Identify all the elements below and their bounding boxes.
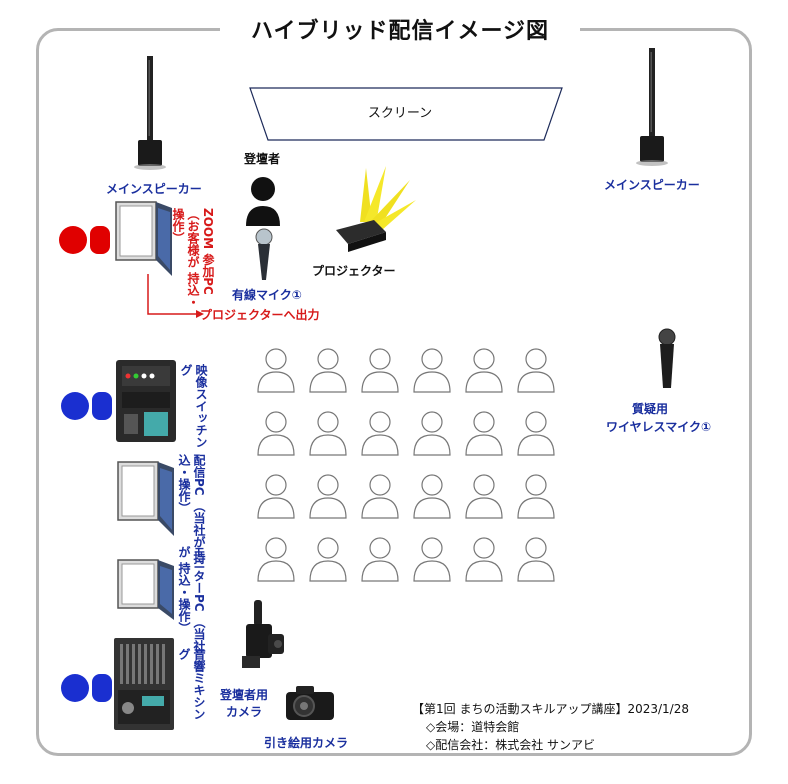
audience-person-icon	[309, 474, 347, 519]
wired-mic-label: 有線マイク①	[232, 288, 302, 302]
audience-person-icon	[413, 411, 451, 456]
audience-person-icon	[309, 411, 347, 456]
screen-label: スクリーン	[367, 106, 433, 121]
monitor-pc-label: モニターPC （当社が 持込・操作）	[177, 546, 206, 652]
speaker-left-icon	[134, 56, 166, 170]
event-info-line3: ◇配信会社：株式会社 サンアビ	[426, 738, 596, 752]
presenter-icon	[246, 177, 280, 226]
projector-icon	[336, 166, 416, 252]
audience-person-icon	[257, 474, 295, 519]
speaker-right-label: メインスピーカー	[604, 178, 700, 192]
audience-person-icon	[257, 411, 295, 456]
client-operator-icon	[59, 226, 110, 254]
stream-pc-label: 配信PC （当社が 持込・操作）	[177, 454, 206, 564]
audience-person-icon	[517, 411, 555, 456]
audience-seating	[256, 348, 556, 584]
switcher-operator-icon	[61, 392, 112, 420]
video-switcher-label: 映像スイッチング	[179, 364, 208, 448]
zoom-pc-icon	[115, 201, 172, 276]
diagram-title: ハイブリッド配信イメージ図	[250, 19, 550, 44]
audience-person-icon	[257, 348, 295, 393]
wireless-mic-label: 質疑用	[632, 400, 668, 417]
audience-person-icon	[361, 348, 399, 393]
projector-output-label: プロジェクターへ出力	[200, 308, 320, 322]
projector-output-arrow	[147, 274, 204, 318]
presenter-camera-icon	[242, 600, 284, 668]
monitor-pc-icon	[117, 559, 174, 620]
audience-person-icon	[413, 474, 451, 519]
wired-mic-icon	[255, 228, 273, 280]
audio-mixer-icon	[114, 638, 174, 730]
audience-person-icon	[517, 474, 555, 519]
speaker-right-icon	[636, 48, 668, 166]
audience-person-icon	[257, 537, 295, 582]
audience-person-icon	[465, 348, 503, 393]
wireless-mic-label-line1: 質疑用	[632, 402, 669, 416]
event-info-line1: 【第1回 まちの活動スキルアップ講座】2023/1/28	[412, 702, 689, 716]
event-info-line2: ◇会場：道特会館	[426, 720, 520, 734]
stream-pc-icon	[117, 461, 174, 536]
presenter-camera-label-line2: カメラ	[226, 705, 263, 719]
title-box: ハイブリッド配信イメージ図	[220, 12, 580, 52]
audience-person-icon	[465, 474, 503, 519]
audience-person-icon	[361, 411, 399, 456]
audio-mixing-label: 音響ミキシング	[177, 648, 206, 720]
event-info: 【第1回 まちの活動スキルアップ講座】2023/1/28 ◇会場：道特会館 ◇配…	[412, 700, 689, 754]
presenter-label: 登壇者	[244, 152, 281, 166]
zoom-pc-label: ZOOM 参加PC （お客様が 持込・操作）	[171, 208, 215, 309]
wireless-mic-label-line2: ワイヤレスマイク①	[606, 420, 712, 434]
mixer-operator-icon	[61, 674, 112, 702]
video-switcher-icon	[116, 360, 176, 442]
audience-person-icon	[465, 537, 503, 582]
audience-person-icon	[309, 348, 347, 393]
audience-person-icon	[413, 537, 451, 582]
audience-person-icon	[517, 348, 555, 393]
audience-person-icon	[465, 411, 503, 456]
audience-person-icon	[361, 474, 399, 519]
presenter-camera-label: 登壇者用 カメラ	[220, 686, 268, 720]
wireless-mic-icon	[658, 328, 676, 388]
audience-person-icon	[517, 537, 555, 582]
speaker-left-label: メインスピーカー	[106, 182, 202, 196]
audience-person-icon	[309, 537, 347, 582]
screen-shape	[249, 87, 563, 141]
presenter-camera-label-line1: 登壇者用	[220, 688, 269, 702]
audience-person-icon	[361, 537, 399, 582]
audience-person-icon	[413, 348, 451, 393]
wide-camera-icon	[286, 686, 334, 720]
wide-camera-label: 引き絵用カメラ	[264, 736, 349, 750]
projector-label: プロジェクター	[312, 264, 396, 278]
